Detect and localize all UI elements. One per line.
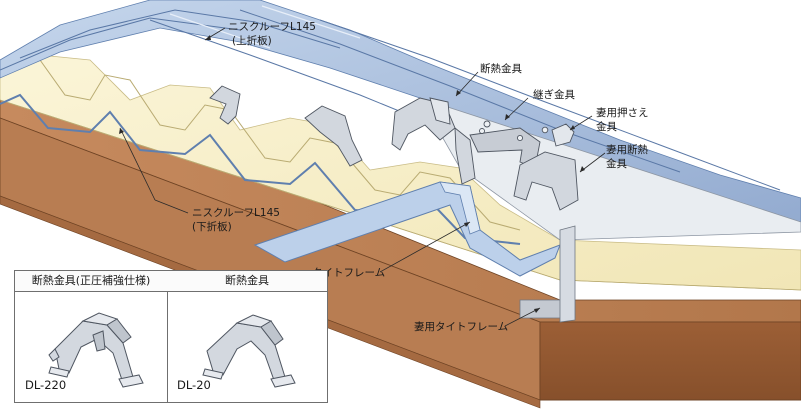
leader-lines	[119, 27, 606, 327]
label-gable-press-2: 金具	[596, 120, 617, 133]
label-tight-frame: タイトフレーム	[312, 267, 385, 279]
gable-bracket	[513, 151, 579, 211]
label-upper-sheet-note: (上折板)	[232, 34, 272, 47]
bracket-variants-inset: 断熱金具(正圧補強仕様) DL-220 断熱金具 D	[14, 270, 328, 403]
label-lower-sheet-note: (下折板)	[192, 220, 232, 233]
gable-press-bracket	[551, 123, 575, 147]
label-gable-tight-frame: 妻用タイトフレーム	[414, 320, 508, 333]
inset-code-dl20: DL-20	[177, 378, 211, 392]
label-lower-sheet: ニスクルーフL145	[192, 207, 280, 219]
callout-labels: ニスクルーフL145 (上折板) 断熱金具 継ぎ金具 妻用押さえ 金具 妻用断熱…	[192, 21, 649, 333]
inset-code-dl220: DL-220	[25, 378, 67, 392]
inset-title-dl220: 断熱金具(正圧補強仕様)	[15, 271, 167, 292]
bracket-d	[454, 127, 476, 185]
bracket-a	[209, 85, 241, 125]
label-joint-bracket: 継ぎ金具	[533, 88, 575, 101]
steel-beam-face	[539, 321, 801, 401]
insulation-bracket-row	[209, 85, 579, 211]
gable-tight-frame	[519, 225, 576, 323]
bracket-dl20-illustration	[202, 314, 296, 388]
bracket-b	[304, 105, 363, 167]
label-gable-insulation-2: 金具	[606, 157, 627, 170]
bracket-dl220-illustration	[48, 312, 144, 388]
label-gable-press-1: 妻用押さえ	[596, 106, 649, 119]
label-insulation-bracket: 断熱金具	[480, 62, 522, 75]
inset-panel-dl20: 断熱金具 DL-20	[167, 271, 327, 402]
inset-panel-dl220: 断熱金具(正圧補強仕様) DL-220	[15, 271, 168, 402]
label-gable-insulation-1: 妻用断熱	[606, 143, 648, 156]
inset-title-dl20: 断熱金具	[167, 271, 327, 292]
foam-body	[0, 54, 801, 291]
tight-frame	[253, 181, 561, 277]
label-upper-sheet: ニスクルーフL145	[228, 21, 316, 33]
